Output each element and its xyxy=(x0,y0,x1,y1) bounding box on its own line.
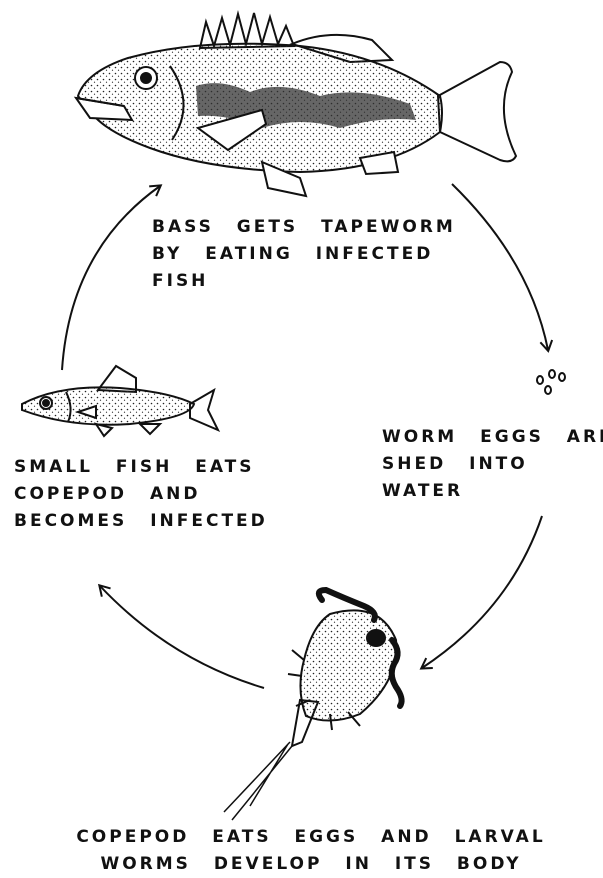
copepod-icon xyxy=(224,590,402,820)
eggs-caption-line: SHED INTO xyxy=(382,451,603,478)
bass-caption: BASS GETS TAPEWORM BY EATING INFECTED FI… xyxy=(152,214,456,295)
small-fish-caption-line: COPEPOD AND xyxy=(14,481,268,508)
bass-icon xyxy=(76,13,516,196)
small-fish-caption-line: BECOMES INFECTED xyxy=(14,508,268,535)
bass-caption-line: BY EATING INFECTED xyxy=(152,241,456,268)
arrow-bass-to-eggs xyxy=(452,184,548,350)
eggs-icon xyxy=(537,370,565,394)
eggs-caption: WORM EGGS ARE SHED INTO WATER xyxy=(382,424,603,505)
copepod-caption-line: COPEPOD EATS EGGS AND LARVAL xyxy=(66,824,556,851)
bass-caption-line: FISH xyxy=(152,268,456,295)
eggs-caption-line: WATER xyxy=(382,478,603,505)
arrow-eggs-to-copepod xyxy=(422,516,542,668)
bass-caption-line: BASS GETS TAPEWORM xyxy=(152,214,456,241)
copepod-caption-line: WORMS DEVELOP IN ITS BODY xyxy=(66,851,556,878)
arrow-small-fish-to-bass xyxy=(62,186,160,370)
arrow-copepod-to-small-fish xyxy=(100,586,264,688)
copepod-caption: COPEPOD EATS EGGS AND LARVAL WORMS DEVEL… xyxy=(66,824,556,878)
small-fish-caption: SMALL FISH EATS COPEPOD AND BECOMES INFE… xyxy=(14,454,268,535)
small-fish-caption-line: SMALL FISH EATS xyxy=(14,454,268,481)
small-fish-icon xyxy=(22,366,218,436)
eggs-caption-line: WORM EGGS ARE xyxy=(382,424,603,451)
